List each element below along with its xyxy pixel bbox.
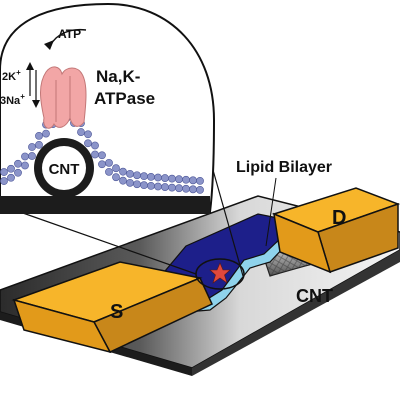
lipid-bead [168,183,176,192]
lipid-bead [35,131,43,140]
protein-label-line1: Na,K- [96,67,140,86]
lipid-bead [84,130,92,139]
lipid-bead [133,180,141,189]
lipid-bead [7,173,15,182]
cnt-cross-section-label: CNT [49,161,80,178]
lipid-bead [28,152,36,160]
lipid-bead [126,178,134,187]
lipid-bead [21,161,29,170]
lipid-bead [154,182,162,191]
lipid-bead [14,159,22,168]
lipid-bead [147,181,155,190]
drain-electrode [271,187,400,274]
lipid-bead [161,174,169,182]
lipid-bead [21,152,29,161]
source-label: S [110,301,123,323]
lipid-bead [91,141,99,150]
lipid-bead [126,169,134,178]
lipid-bead [77,128,85,136]
lipid-bead [91,150,99,159]
lipid-bead [133,171,141,180]
lipid-bilayer-pointer [265,177,277,247]
lipid-bead [98,160,106,169]
lipid-bead [140,172,148,181]
cnt-cross-section [34,138,94,198]
lipid-bead [112,164,120,173]
lipid-bead [147,172,155,181]
cnt-device-label: CNT [296,286,333,306]
protein-label-line2: ATPase [94,89,155,108]
lipid-bead [84,139,92,148]
atpase-protein [40,66,87,129]
drain-label: D [332,207,346,229]
lipid-bead [161,183,169,191]
lipid-bead [196,176,204,185]
lipid-bead [0,177,8,185]
lipid-bead [175,184,183,193]
lipid-bead [14,168,22,177]
lipid-bead [105,158,113,167]
up-down-arrows-icon [26,62,40,108]
star-icon [209,262,231,284]
k-ion-label: 2K+ [2,68,21,83]
lipid-bead [0,168,8,176]
lipid-bead [105,167,113,176]
na-ion-label: 3Na+ [0,92,25,107]
lipid-bead [154,173,162,182]
lipid-bead [42,129,50,138]
lipid-bead [168,174,176,183]
lipid-bead [98,151,106,160]
lipid-bead [182,184,190,193]
lipid-bead [112,173,120,182]
lipid-bead [189,176,197,185]
lipid-bead [119,167,127,176]
lipid-bead [28,143,36,151]
lipid-bilayer-label: Lipid Bilayer [236,159,332,176]
lipid-bead [182,175,190,184]
callout-line [212,169,244,277]
source-electrode [11,261,213,354]
lipid-bead [175,175,183,184]
inset-substrate [0,196,210,214]
inset-bubble: ATP 2K+ 3Na+ Na,K- ATPase CNT [0,2,216,214]
atp-label: ATP [58,27,81,41]
curved-arrow-icon [44,28,87,50]
callout-line [19,211,197,275]
lipid-bead [196,185,204,194]
lipid-bead [7,164,15,173]
lipid-bead [119,176,127,185]
lipid-bead [35,140,43,149]
lipid-bead [189,185,197,194]
lipid-bead [140,181,148,190]
